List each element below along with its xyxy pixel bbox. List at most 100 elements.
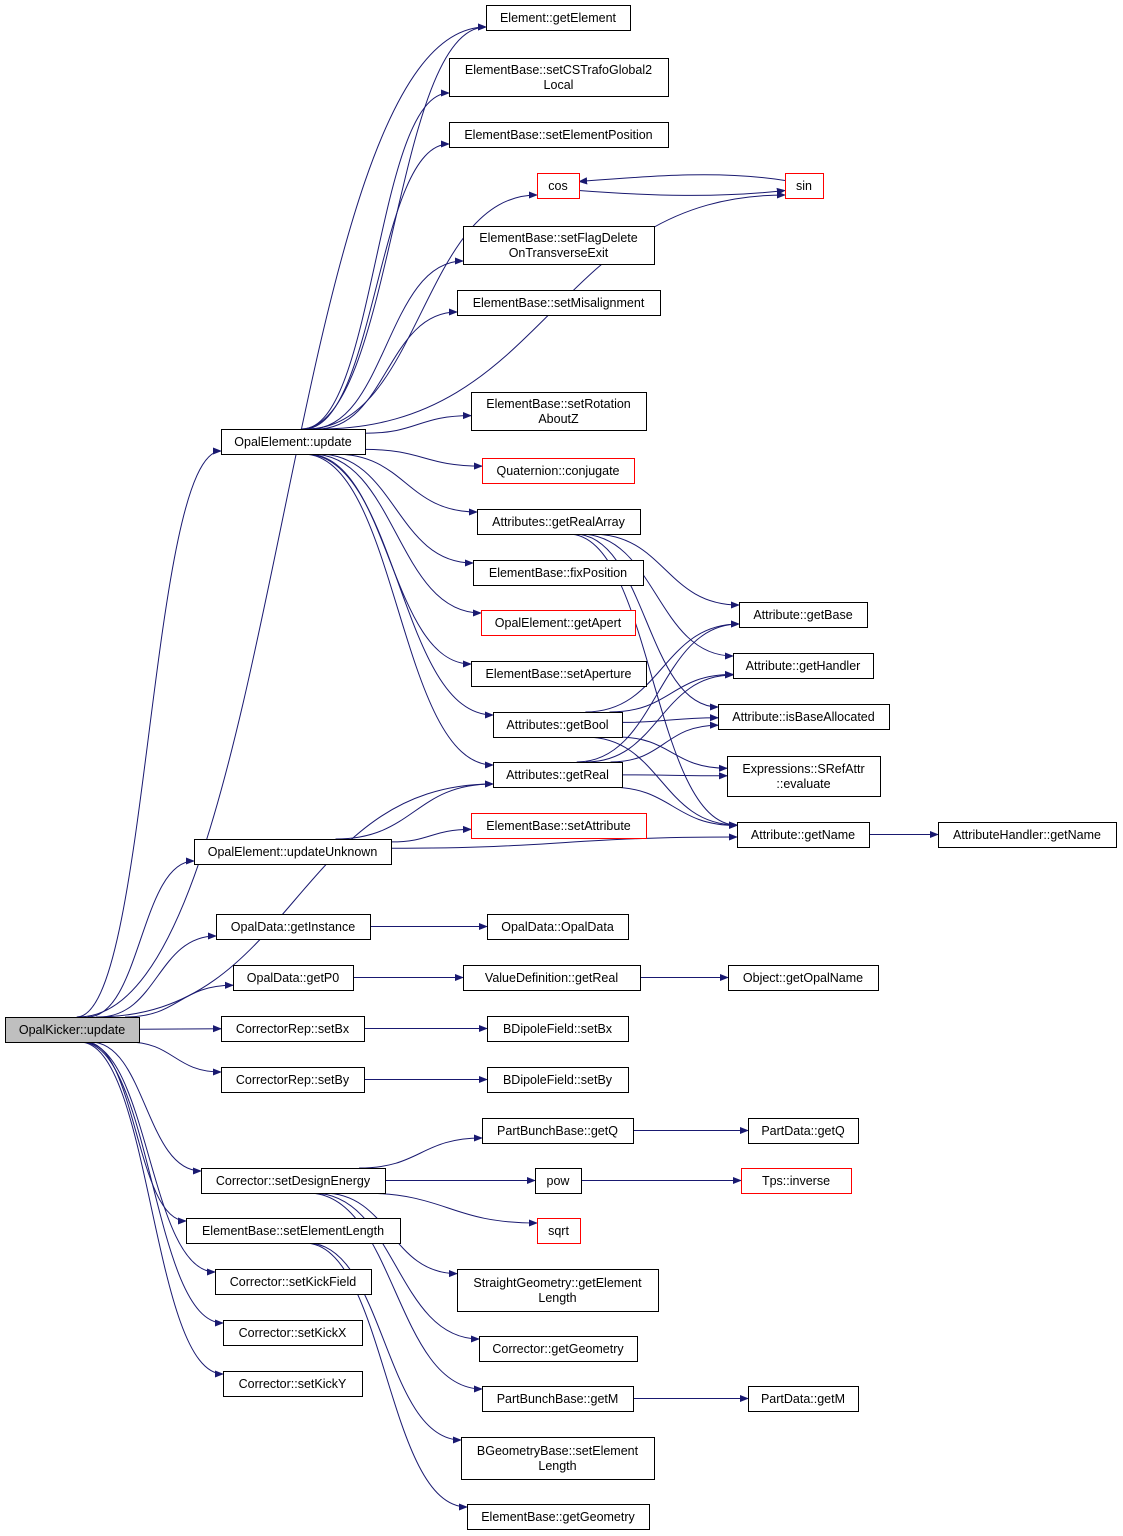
node-pbb-gq[interactable]: PartBunchBase::getQ [482,1118,634,1144]
node-bd-sby[interactable]: BDipoleField::setBy [487,1067,629,1093]
node-label: ElementBase::setElementPosition [464,128,652,142]
node-el-update[interactable]: OpalElement::update [221,429,366,455]
node-label: Attributes::getRealArray [492,515,625,529]
node-label: OnTransverseExit [509,246,609,260]
node-box [216,914,371,940]
node-at-gb[interactable]: Attributes::getBool [493,712,623,738]
node-box [741,1168,852,1194]
node-c-geo[interactable]: Corrector::getGeometry [479,1336,638,1362]
node-a-gbase[interactable]: Attribute::getBase [739,602,868,628]
node-ex-sra[interactable]: Expressions::SRefAttr::evaluate [727,756,881,797]
edge-root-to-c_sky [79,1041,224,1378]
node-box [457,1269,659,1312]
node-pow[interactable]: pow [535,1168,582,1194]
node-cr-bx[interactable]: CorrectorRep::setBx [221,1016,365,1042]
node-c-skf[interactable]: Corrector::setKickField [215,1269,372,1295]
node-eb-sel[interactable]: ElementBase::setElementLength [186,1218,401,1244]
node-box [739,602,868,628]
node-at-gra[interactable]: Attributes::getRealArray [477,509,641,535]
node-box [486,5,631,31]
node-label: BDipoleField::setBx [503,1022,613,1036]
node-label: OpalKicker::update [19,1023,125,1037]
edge-el_update-to-cos [305,191,538,430]
edge-root-to-c_sde [90,1041,202,1175]
node-eb-fix[interactable]: ElementBase::fixPosition [473,560,644,586]
node-box [186,1218,401,1244]
node-cos[interactable]: cos [537,173,580,199]
node-at-gr[interactable]: Attributes::getReal [493,762,623,788]
node-label: PartData::getM [761,1392,845,1406]
node-c-skx[interactable]: Corrector::setKickX [223,1320,363,1346]
edge-at_gra-to-a_ghand [579,533,734,660]
node-box [461,1437,655,1480]
node-box [482,1386,634,1412]
node-box [733,653,874,679]
edge-sin-to-cos [578,174,786,185]
node-box [221,1016,365,1042]
node-vd-gr[interactable]: ValueDefinition::getReal [463,965,641,991]
edge-at_gra-to-a_iba [574,533,719,711]
node-box [471,813,647,839]
edge-eb_sel-to-eb_geo [304,1242,468,1511]
node-label: AttributeHandler::getName [953,828,1101,842]
node-pd-gq[interactable]: PartData::getQ [748,1118,859,1144]
node-od-od[interactable]: OpalData::OpalData [487,914,629,940]
node-label: Tps::inverse [762,1174,830,1188]
node-box [463,226,655,265]
node-label: AboutZ [538,412,579,426]
node-oe-apert[interactable]: OpalElement::getApert [481,610,636,636]
node-sqrt[interactable]: sqrt [537,1218,581,1244]
node-obj-gon[interactable]: Object::getOpalName [728,965,879,991]
node-box [718,704,890,730]
node-ah-gname[interactable]: AttributeHandler::getName [938,822,1117,848]
node-q-conj[interactable]: Quaternion::conjugate [482,458,635,484]
node-c-sde[interactable]: Corrector::setDesignEnergy [201,1168,386,1194]
node-box [938,822,1117,848]
node-box [457,290,661,316]
node-box [221,1067,365,1093]
edge-el_updunk-to-eb_sattr [390,825,472,843]
node-bgb-sel[interactable]: BGeometryBase::setElementLength [461,1437,655,1480]
node-label: ElementBase::setAttribute [486,819,631,833]
node-box [473,560,644,586]
node-label: BGeometryBase::setElement [477,1444,639,1458]
node-a-ghand[interactable]: Attribute::getHandler [733,653,874,679]
node-eb-smis[interactable]: ElementBase::setMisalignment [457,290,661,316]
node-bd-sbx[interactable]: BDipoleField::setBx [487,1016,629,1042]
node-eb-sfd[interactable]: ElementBase::setFlagDeleteOnTransverseEx… [463,226,655,265]
node-label: Expressions::SRefAttr [742,762,864,776]
node-label: Corrector::getGeometry [492,1342,624,1356]
node-box [223,1371,363,1397]
node-a-iba[interactable]: Attribute::isBaseAllocated [718,704,890,730]
edge-el_update-to-eb_sep [303,140,450,430]
node-label: Length [538,1459,576,1473]
node-box [481,610,636,636]
node-tps-inv[interactable]: Tps::inverse [741,1168,852,1194]
node-box [487,1016,629,1042]
edge-at_gb-to-a_gbase [585,620,740,713]
node-label: Length [538,1291,576,1305]
node-od-p0[interactable]: OpalData::getP0 [233,965,354,991]
edge-el_update-to-q_conj [364,448,483,470]
node-sin[interactable]: sin [785,173,824,199]
node-label: ElementBase::setCSTrafoGlobal2 [465,63,652,77]
node-eb-sap[interactable]: ElementBase::setAperture [471,661,647,687]
node-root[interactable]: OpalKicker::update [5,1017,140,1043]
edge-at_gb-to-a_ghand [609,670,734,713]
node-eb-geo[interactable]: ElementBase::getGeometry [467,1504,650,1530]
node-a-gname[interactable]: Attribute::getName [737,822,870,848]
node-el-updunk[interactable]: OpalElement::updateUnknown [194,839,392,865]
node-eb-sep[interactable]: ElementBase::setElementPosition [449,122,669,148]
node-el-get[interactable]: Element::getElement [486,5,631,31]
node-label: StraightGeometry::getElement [473,1276,642,1290]
node-od-inst[interactable]: OpalData::getInstance [216,914,371,940]
node-cr-by[interactable]: CorrectorRep::setBy [221,1067,365,1093]
node-pd-gm[interactable]: PartData::getM [748,1386,859,1412]
node-eb-sattr[interactable]: ElementBase::setAttribute [471,813,647,839]
node-c-sky[interactable]: Corrector::setKickY [223,1371,363,1397]
node-pbb-gm[interactable]: PartBunchBase::getM [482,1386,634,1412]
